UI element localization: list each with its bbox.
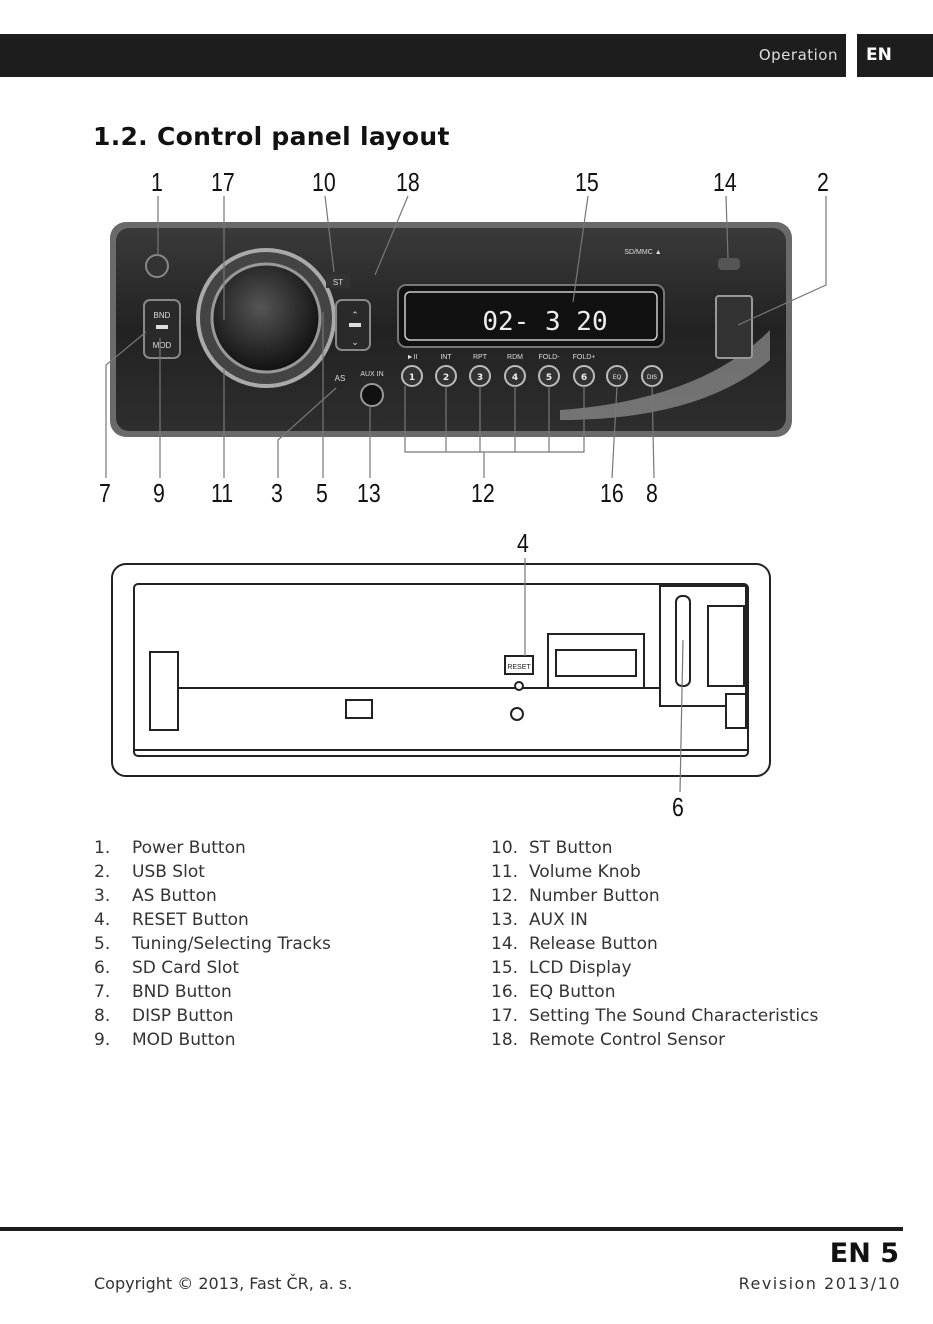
revision: Revision 2013/10 bbox=[738, 1274, 901, 1293]
front-leader-lines bbox=[105, 195, 827, 479]
mod-label: MOD bbox=[153, 341, 172, 350]
svg-text:⌃: ⌃ bbox=[351, 311, 359, 321]
list-item: 13.AUX IN bbox=[491, 910, 588, 930]
disp-label: DIS bbox=[647, 374, 657, 381]
list-item: 6.SD Card Slot bbox=[94, 958, 240, 978]
page-title: 1.2. Control panel layout bbox=[93, 122, 450, 151]
rear-panel bbox=[111, 563, 771, 777]
list-item: 15.LCD Display bbox=[491, 958, 632, 978]
rear-leader-lines bbox=[524, 558, 684, 793]
eq-label: EQ bbox=[613, 374, 622, 381]
list-item: 18.Remote Control Sensor bbox=[491, 1030, 726, 1050]
language-tab: EN bbox=[857, 34, 933, 77]
language-code: EN bbox=[866, 45, 892, 65]
legend-left: 1.Power Button 2.USB Slot 3.AS Button 4.… bbox=[94, 836, 454, 1052]
sdmmc-label: SD/MMC ▲ bbox=[624, 249, 661, 256]
list-item: 11.Volume Knob bbox=[491, 862, 641, 882]
callout-1: 1 bbox=[151, 167, 163, 197]
as-label: AS bbox=[335, 374, 346, 383]
list-item: 4.RESET Button bbox=[94, 910, 249, 930]
preset-3: 3 bbox=[477, 373, 483, 383]
usb-slot bbox=[715, 295, 753, 359]
callout-6: 6 bbox=[672, 792, 684, 822]
callout-12: 12 bbox=[471, 478, 495, 508]
callout-10: 10 bbox=[312, 167, 336, 197]
callout-4: 4 bbox=[517, 528, 529, 558]
aux-label: AUX IN bbox=[360, 371, 383, 378]
list-item: 12.Number Button bbox=[491, 886, 660, 906]
callout-11: 11 bbox=[211, 478, 234, 508]
page-number: EN 5 bbox=[829, 1238, 899, 1269]
list-item: 9.MOD Button bbox=[94, 1030, 236, 1050]
preset-2: 2 bbox=[443, 373, 449, 383]
reset-button bbox=[504, 655, 534, 675]
reset-label: RESET bbox=[507, 664, 531, 671]
st-label: ST bbox=[333, 278, 343, 287]
volume-knob bbox=[210, 262, 322, 374]
callout-3: 3 bbox=[271, 478, 283, 508]
callout-13: 13 bbox=[357, 478, 381, 508]
preset-tag-2: INT bbox=[440, 354, 452, 361]
header-bar: Operation bbox=[0, 34, 846, 77]
lcd-text: 02- 3 20 bbox=[482, 307, 607, 337]
preset-4: 4 bbox=[512, 373, 518, 383]
callout-2: 2 bbox=[817, 167, 829, 197]
legend-right: 10.ST Button 11.Volume Knob 12.Number Bu… bbox=[491, 836, 911, 1052]
front-panel: BND MOD ST AS ⌃ ⌄ AUX IN 02- 3 20 SD/MMC… bbox=[110, 222, 792, 437]
callout-8: 8 bbox=[646, 478, 658, 508]
power-icon bbox=[145, 254, 169, 278]
copyright: Copyright © 2013, Fast ČR, a. s. bbox=[94, 1274, 353, 1293]
callout-7: 7 bbox=[99, 478, 111, 508]
callout-16: 16 bbox=[600, 478, 624, 508]
control-panel-diagram: BND MOD ST AS ⌃ ⌄ AUX IN 02- 3 20 SD/MMC… bbox=[105, 195, 827, 793]
preset-tag-5: FOLD- bbox=[539, 354, 561, 361]
preset-tag-3: RPT bbox=[473, 354, 488, 361]
svg-text:⌄: ⌄ bbox=[351, 338, 359, 348]
list-item: 16.EQ Button bbox=[491, 982, 616, 1002]
preset-tag-6: FOLD+ bbox=[573, 354, 596, 361]
list-item: 1.Power Button bbox=[94, 838, 246, 858]
release-icon bbox=[718, 258, 740, 270]
preset-tag-1: ►II bbox=[407, 354, 418, 361]
preset-1: 1 bbox=[409, 373, 415, 383]
list-item: 10.ST Button bbox=[491, 838, 613, 858]
list-item: 7.BND Button bbox=[94, 982, 232, 1002]
callout-14: 14 bbox=[713, 167, 737, 197]
preset-5: 5 bbox=[546, 373, 552, 383]
callout-17: 17 bbox=[211, 167, 235, 197]
callout-18: 18 bbox=[396, 167, 420, 197]
preset-tag-4: RDM bbox=[507, 354, 523, 361]
preset-6: 6 bbox=[581, 373, 587, 383]
bnd-label: BND bbox=[154, 311, 171, 320]
list-item: 3.AS Button bbox=[94, 886, 217, 906]
footer-rule bbox=[0, 1227, 903, 1231]
callout-15: 15 bbox=[575, 167, 599, 197]
callout-5: 5 bbox=[316, 478, 328, 508]
section-name: Operation bbox=[758, 46, 838, 64]
list-item: 14.Release Button bbox=[491, 934, 658, 954]
lcd-display bbox=[397, 284, 665, 348]
callout-9: 9 bbox=[153, 478, 165, 508]
list-item: 8.DISP Button bbox=[94, 1006, 234, 1026]
aux-jack bbox=[360, 383, 384, 407]
list-item: 5.Tuning/Selecting Tracks bbox=[94, 934, 331, 954]
list-item: 2.USB Slot bbox=[94, 862, 205, 882]
list-item: 17.Setting The Sound Characteristics bbox=[491, 1006, 819, 1026]
